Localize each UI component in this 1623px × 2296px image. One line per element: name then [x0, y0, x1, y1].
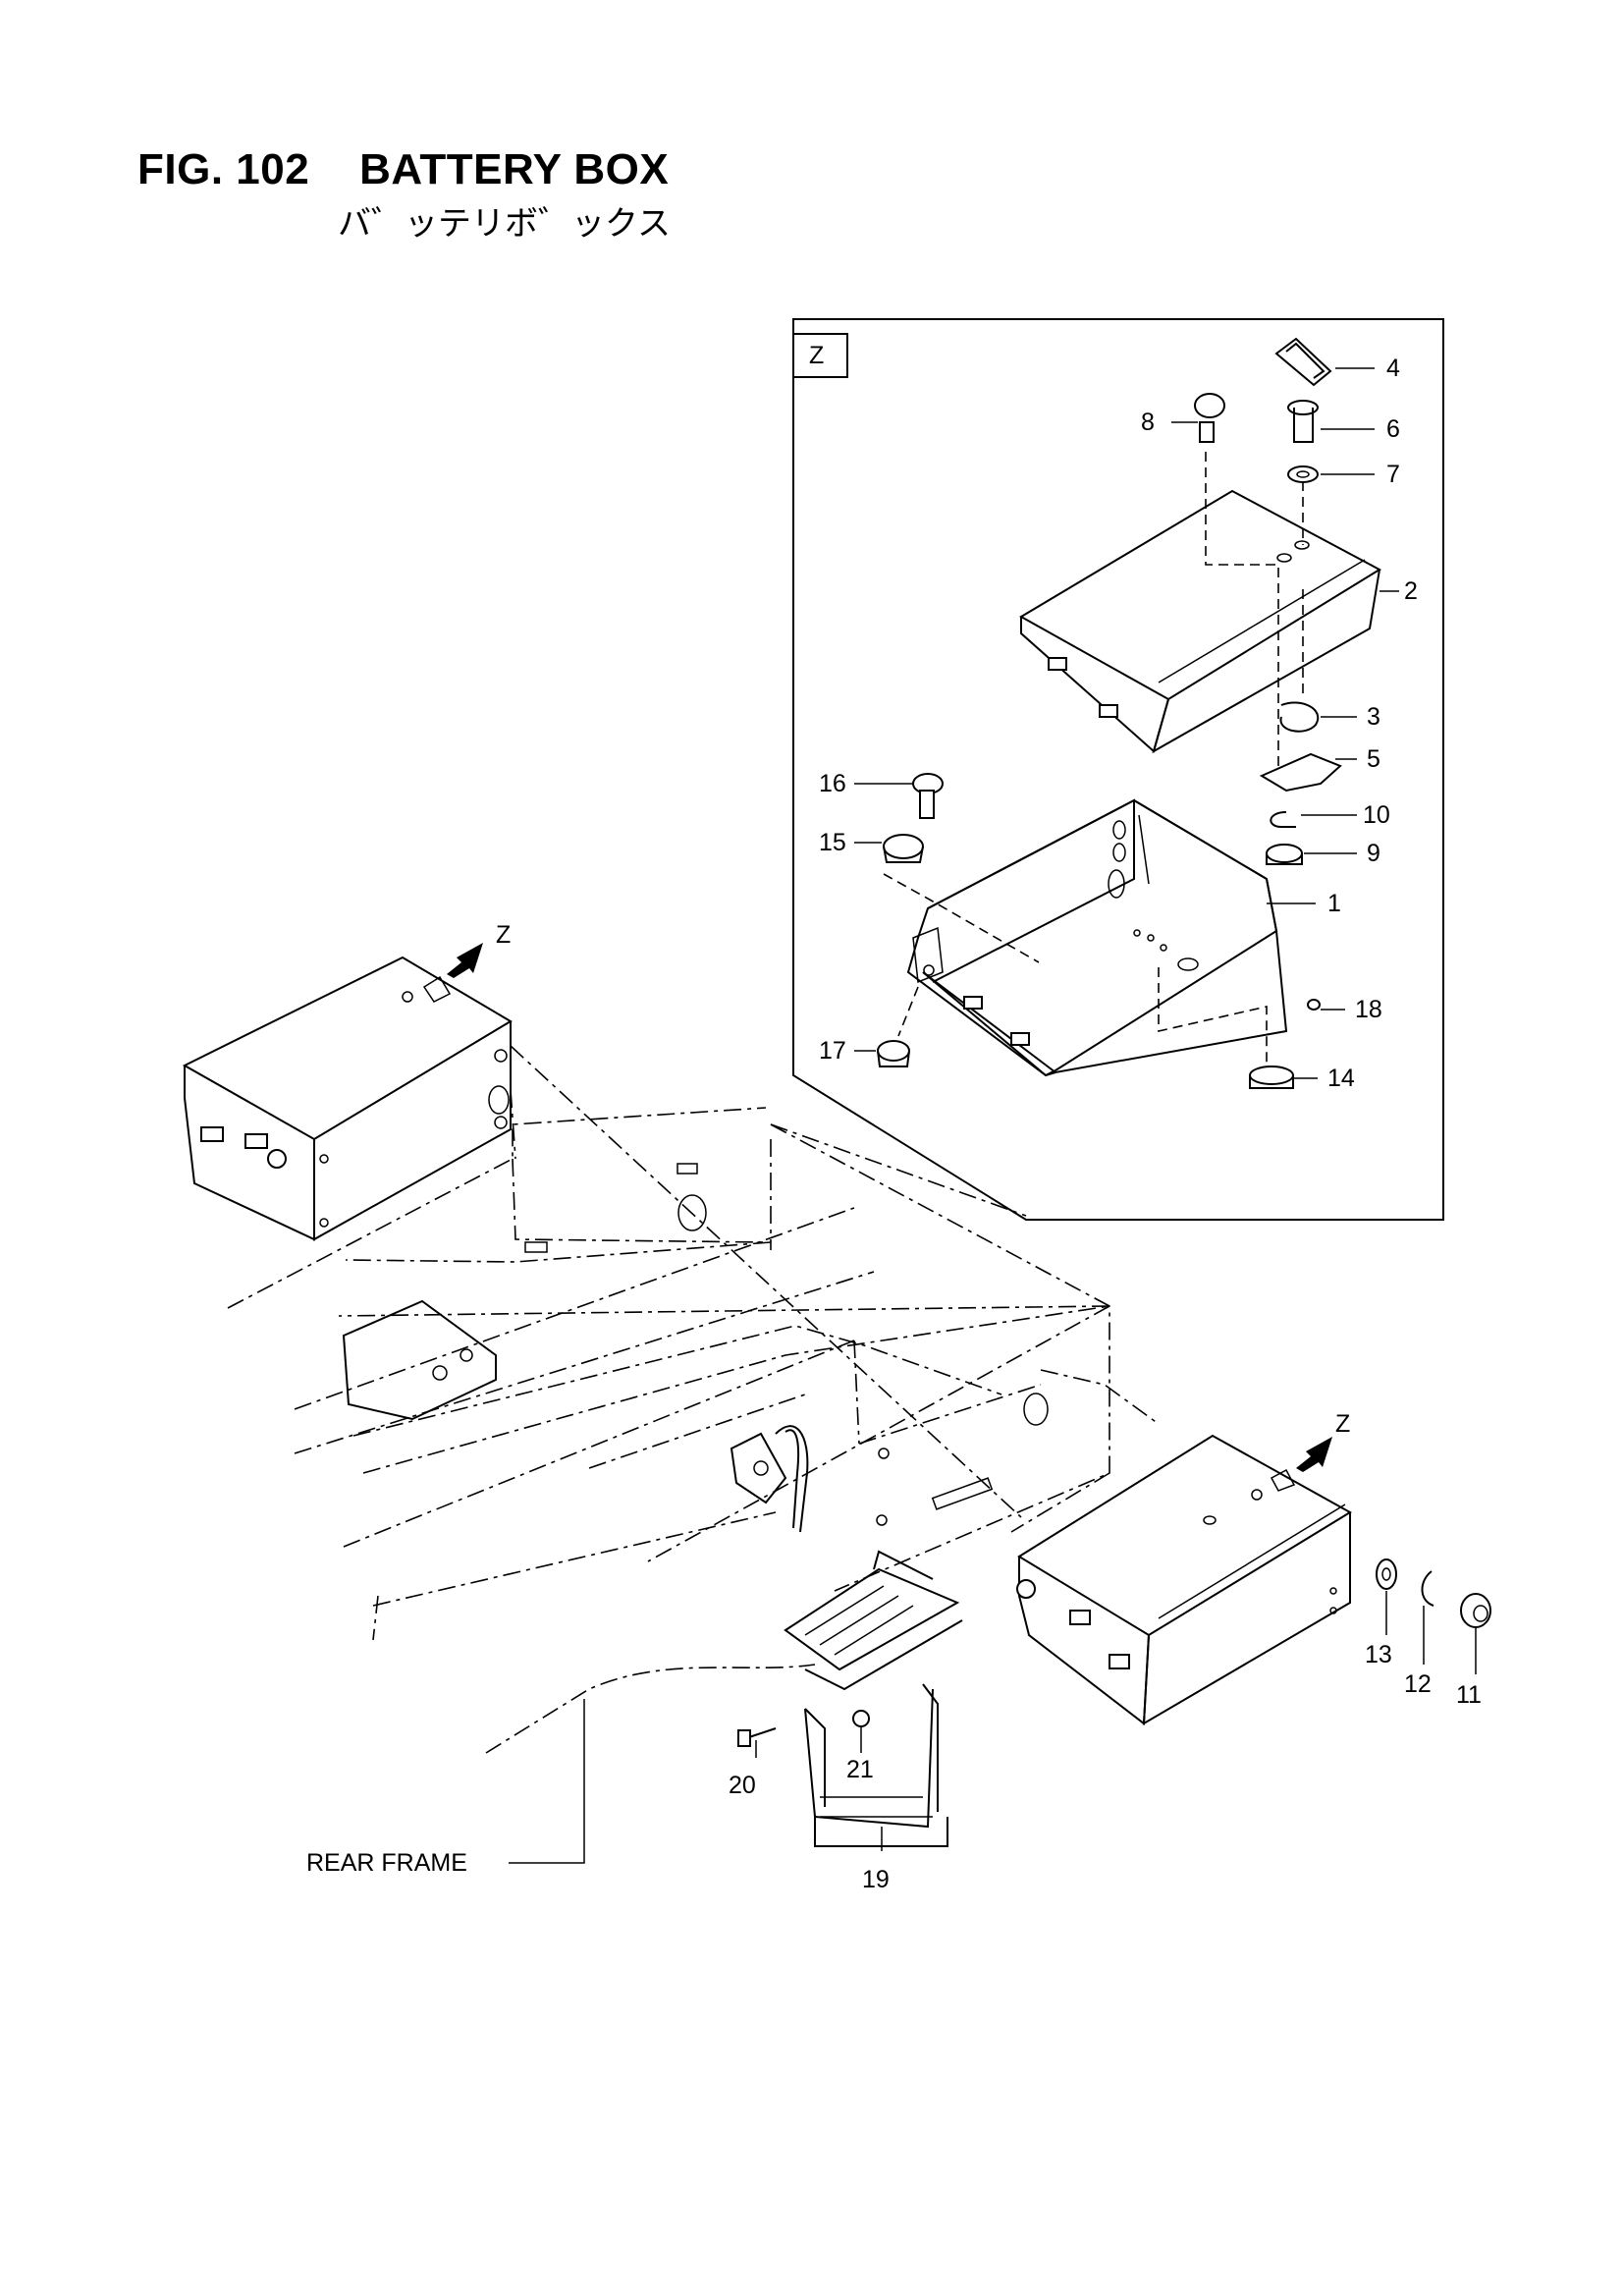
part-label-7: 7: [1386, 461, 1400, 488]
view-arrow-right: [1296, 1437, 1332, 1472]
part-label-13: 13: [1365, 1641, 1392, 1668]
detail-view-frame: Z: [792, 318, 1444, 1221]
figure-title: FIG. 102 BATTERY BOX: [137, 145, 670, 193]
part-label-4: 4: [1386, 355, 1400, 382]
part-label-14: 14: [1327, 1065, 1355, 1092]
right-battery-box: [1016, 1434, 1352, 1725]
rear-frame-label: REAR FRAME: [306, 1849, 467, 1877]
detail-tray: [906, 798, 1288, 1077]
part-label-16: 16: [819, 770, 846, 797]
detail-small-parts: [877, 337, 1342, 1089]
detail-cover: [1019, 489, 1382, 754]
part-label-5: 5: [1367, 745, 1380, 773]
step-assembly: [737, 1550, 963, 1847]
part-label-12: 12: [1404, 1670, 1432, 1698]
part-label-9: 9: [1367, 840, 1380, 867]
part-label-1: 1: [1327, 890, 1341, 917]
view-marker-z-right: Z: [1335, 1410, 1350, 1438]
detail-view-letter: Z: [809, 342, 824, 369]
part-label-17: 17: [819, 1037, 846, 1065]
view-arrow-left: [447, 943, 483, 978]
part-label-11: 11: [1456, 1681, 1482, 1709]
part-label-6: 6: [1386, 415, 1400, 443]
part-label-3: 3: [1367, 703, 1380, 731]
figure-subtitle: バ゛ッテリボ゛ックス: [338, 205, 671, 243]
part-label-20: 20: [729, 1772, 756, 1799]
part-label-19: 19: [862, 1866, 890, 1893]
part-label-8: 8: [1141, 409, 1155, 436]
part-label-21: 21: [846, 1756, 874, 1783]
part-label-2: 2: [1404, 577, 1418, 605]
part-label-18: 18: [1355, 996, 1382, 1023]
left-battery-box: [182, 956, 513, 1241]
rear-frame-outline: [227, 1045, 1160, 1754]
part-label-15: 15: [819, 829, 846, 856]
view-marker-z-left: Z: [496, 921, 511, 949]
right-hardware: [1376, 1558, 1491, 1628]
detail-guides: [883, 452, 1304, 1066]
leader-lines: [509, 367, 1477, 1864]
detail-view-tag: [792, 333, 848, 378]
part-label-10: 10: [1363, 801, 1390, 829]
